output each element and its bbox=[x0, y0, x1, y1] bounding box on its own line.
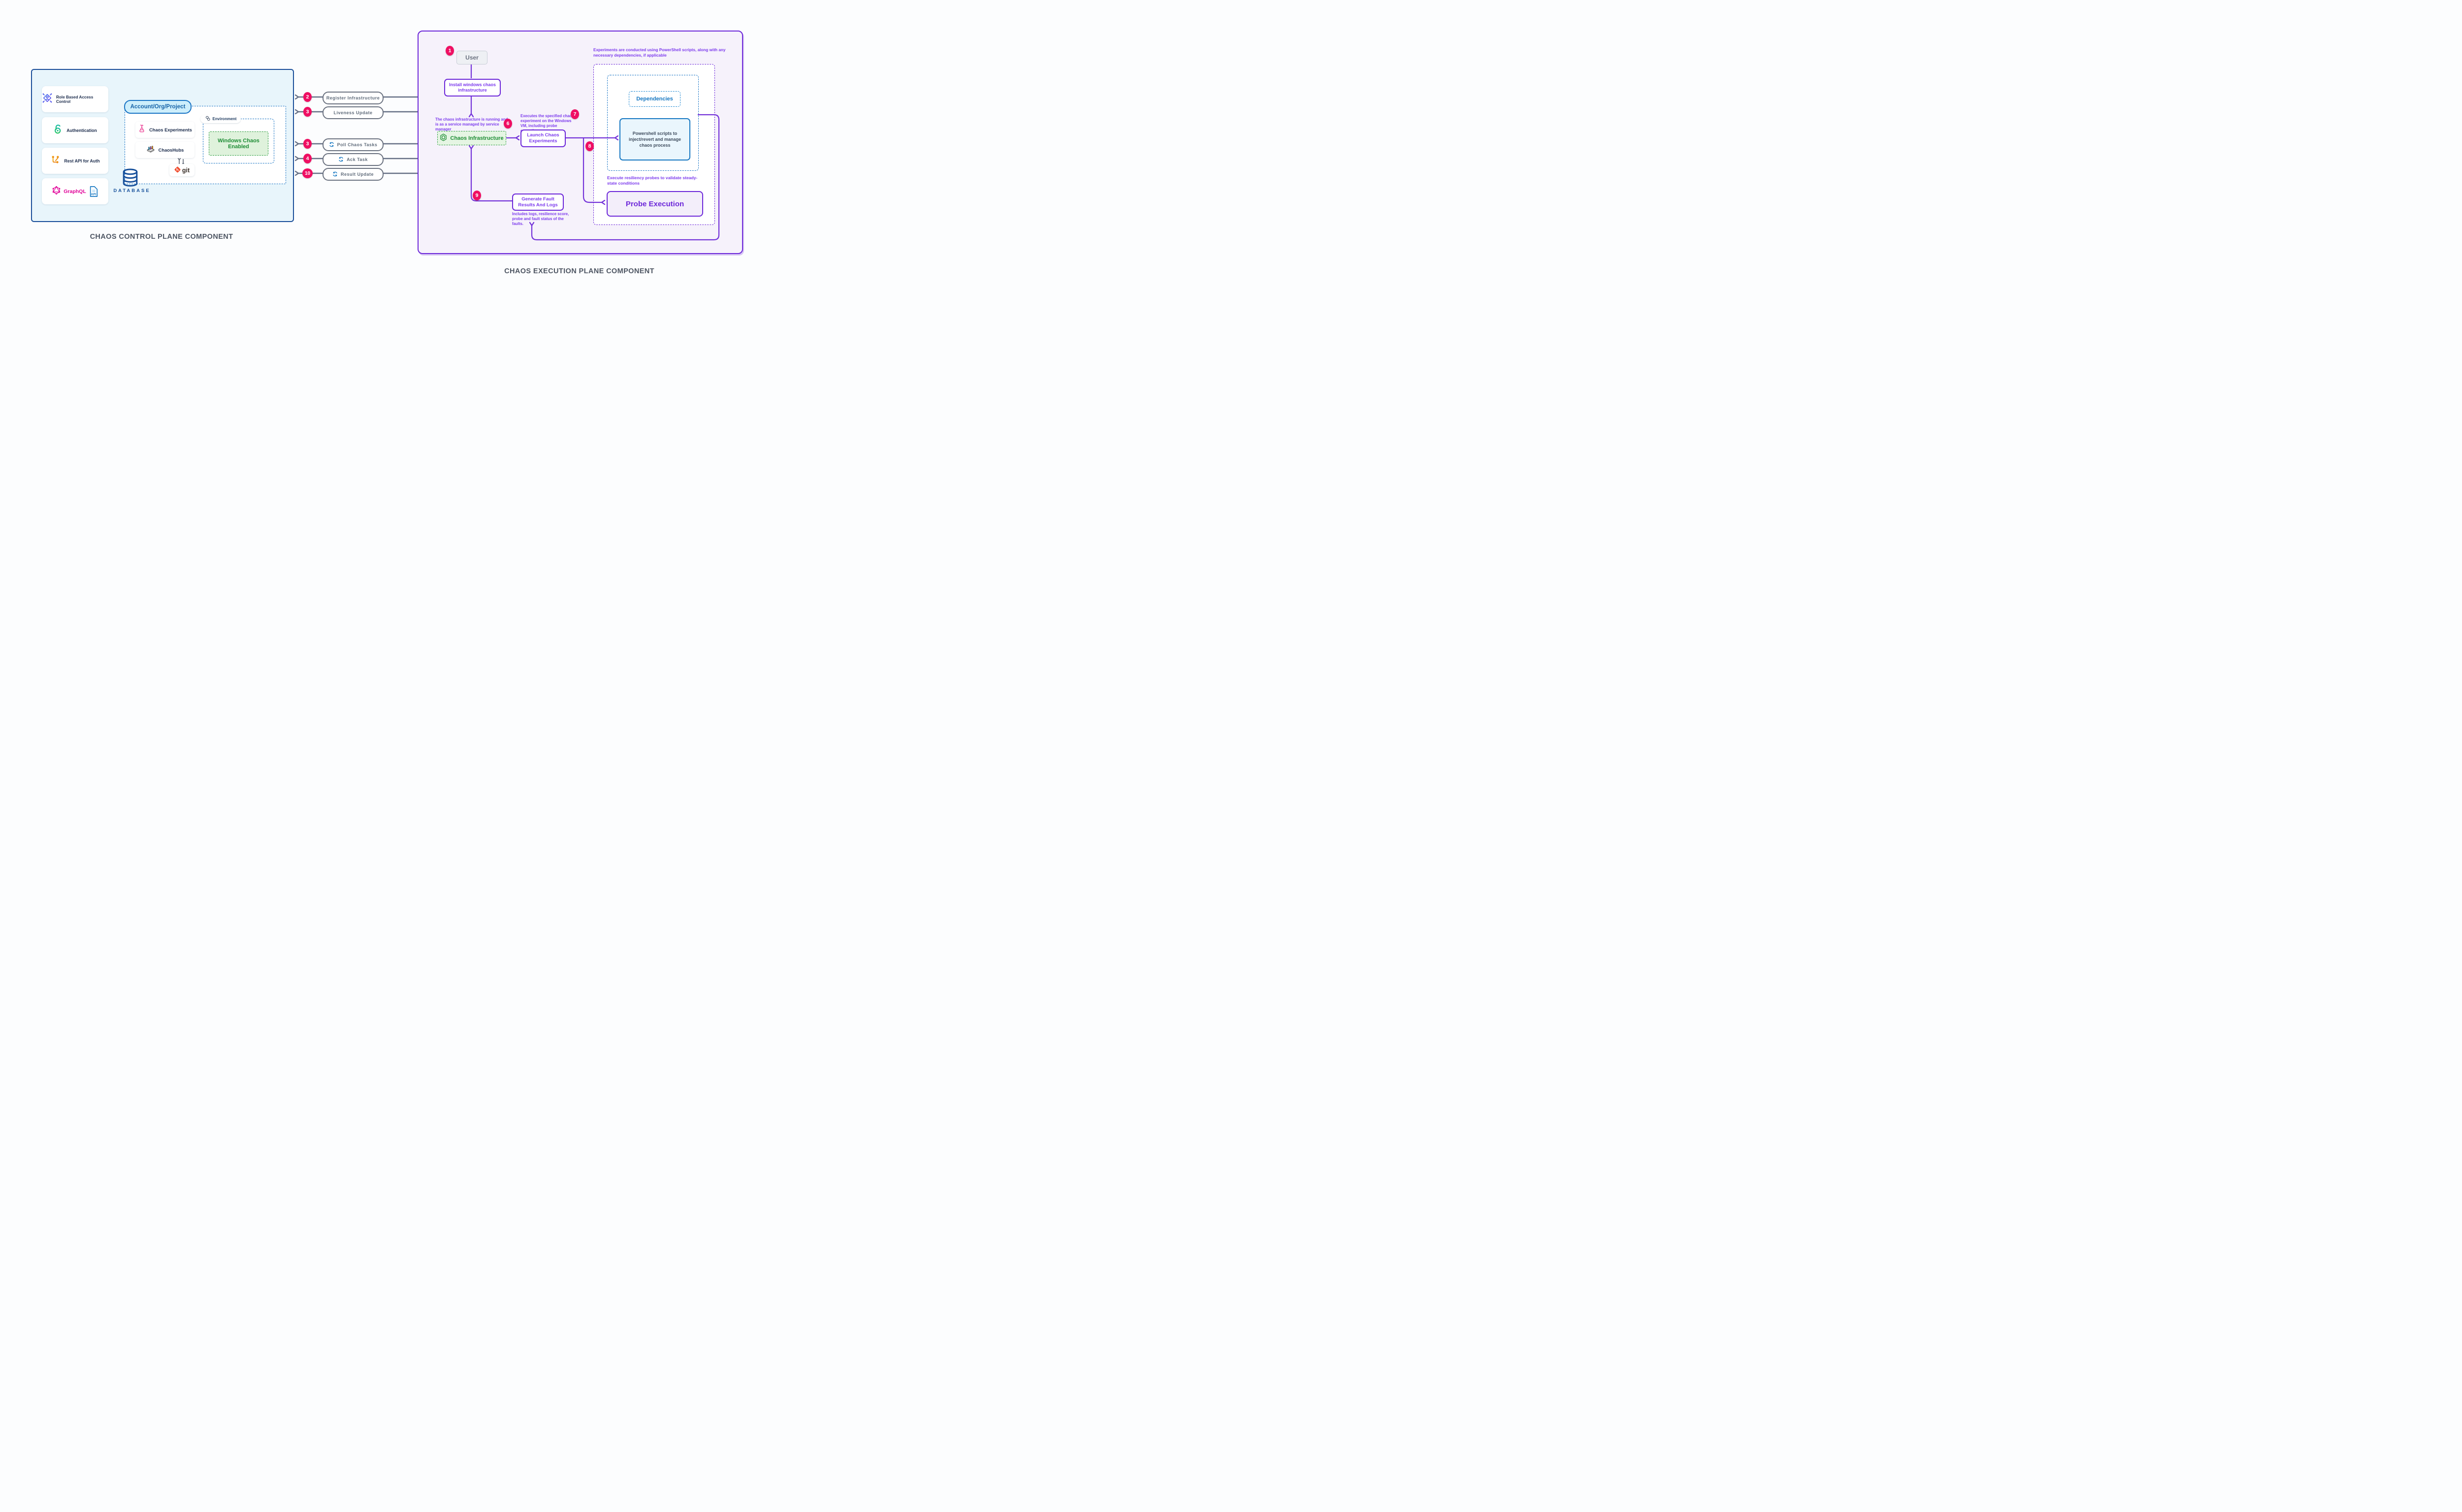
database-icon bbox=[121, 168, 139, 190]
authentication-label: Authentication bbox=[66, 128, 97, 133]
hexagons-icon bbox=[205, 116, 211, 122]
control-plane-title: CHAOS CONTROL PLANE COMPONENT bbox=[90, 233, 233, 241]
result-update-pill: Result Update bbox=[323, 168, 384, 181]
sync-icon bbox=[332, 171, 338, 178]
launch-chaos-experiments-label: Launch Chaos Experiments bbox=[527, 132, 559, 144]
architecture-diagram: Role Based Access Control Authentication… bbox=[0, 0, 772, 307]
dependencies-label: Dependencies bbox=[636, 96, 673, 102]
api-doc-icon: API bbox=[89, 186, 98, 197]
step-badge-3b: 3 bbox=[303, 139, 312, 149]
chaos-infrastructure-label: Chaos Infrastructure bbox=[450, 135, 504, 141]
liveness-update-pill: Liveness Update bbox=[323, 106, 384, 119]
chaos-experiments-label: Chaos Experiments bbox=[149, 127, 192, 132]
probe-note: Execute resiliency probes to validate st… bbox=[607, 175, 698, 186]
probe-execution-box: Probe Execution bbox=[607, 191, 703, 217]
user-label: User bbox=[465, 54, 479, 61]
step-badge-10: 10 bbox=[302, 168, 313, 178]
install-infrastructure-label: Install windows chaos infrastructure bbox=[449, 82, 496, 93]
step-badge-8: 8 bbox=[585, 141, 594, 151]
chaos-experiments-card: Chaos Experiments bbox=[135, 122, 194, 138]
powershell-scripts-label: Powershell scripts to inject/revert and … bbox=[628, 130, 681, 148]
results-note: Includes logs, resilience score, probe a… bbox=[512, 212, 569, 226]
svg-text:API: API bbox=[91, 193, 96, 196]
poll-chaos-tasks-pill: Poll Chaos Tasks bbox=[323, 138, 384, 151]
flask-icon bbox=[138, 124, 146, 135]
user-box: User bbox=[456, 51, 487, 64]
step-badge-9: 9 bbox=[473, 191, 481, 200]
probe-execution-label: Probe Execution bbox=[625, 199, 684, 208]
sync-icon bbox=[338, 157, 344, 163]
step-badge-1: 1 bbox=[446, 46, 454, 56]
launch-chaos-experiments-box: Launch Chaos Experiments bbox=[520, 129, 566, 147]
ack-task-label: Ack Task bbox=[347, 157, 368, 162]
rest-api-label: Rest API for Auth bbox=[64, 158, 100, 163]
step-badge-2: 2 bbox=[303, 92, 312, 102]
windows-chaos-enabled-box: Windows Chaos Enabled bbox=[209, 131, 268, 156]
ack-task-pill: Ack Task bbox=[323, 153, 384, 166]
liveness-update-label: Liveness Update bbox=[333, 110, 373, 115]
windows-chaos-enabled-label: Windows Chaos Enabled bbox=[218, 137, 259, 150]
database-label: DATABASE bbox=[113, 188, 151, 193]
rbac-label: Role Based Access Control bbox=[56, 95, 94, 104]
generate-results-label: Generate Fault Results And Logs bbox=[518, 196, 558, 208]
sync-icon bbox=[329, 142, 334, 148]
account-org-project-label: Account/Org/Project bbox=[130, 104, 186, 110]
chaos-infrastructure-box: Chaos Infrastructure bbox=[437, 131, 506, 145]
graphql-label: GraphQL bbox=[64, 188, 86, 194]
generate-results-box: Generate Fault Results And Logs bbox=[512, 193, 564, 211]
rbac-icon bbox=[42, 93, 53, 106]
chaoshubs-card: ChaosHubs bbox=[135, 142, 194, 158]
install-infrastructure-box: Install windows chaos infrastructure bbox=[444, 79, 501, 97]
step-badge-7: 7 bbox=[571, 109, 579, 119]
step-badge-3a: 3 bbox=[303, 107, 312, 117]
api-graph-icon bbox=[50, 155, 61, 167]
dependencies-box: Dependencies bbox=[629, 91, 680, 107]
execution-plane-title: CHAOS EXECUTION PLANE COMPONENT bbox=[504, 267, 654, 275]
step-badge-4: 4 bbox=[303, 154, 312, 163]
chaoshubs-label: ChaosHubs bbox=[158, 147, 184, 153]
powershell-scripts-box: Powershell scripts to inject/revert and … bbox=[619, 118, 690, 161]
environment-label: Environment bbox=[212, 117, 237, 121]
rest-api-card: Rest API for Auth bbox=[42, 148, 108, 174]
register-infrastructure-pill: Register Infrastructure bbox=[323, 92, 384, 104]
git-icon bbox=[174, 166, 181, 174]
register-infrastructure-label: Register Infrastructure bbox=[326, 96, 380, 100]
running-note: The chaos infrastructure is running and … bbox=[435, 117, 508, 132]
authentication-card: Authentication bbox=[42, 117, 108, 143]
hexagon-icon bbox=[440, 133, 447, 143]
step-badge-6: 6 bbox=[504, 119, 512, 129]
open-lock-icon bbox=[53, 124, 63, 137]
graphql-card: GraphQL API bbox=[42, 178, 108, 204]
rbac-card: Role Based Access Control bbox=[42, 86, 108, 112]
environment-pill: Environment bbox=[200, 115, 241, 123]
poll-chaos-tasks-label: Poll Chaos Tasks bbox=[337, 142, 378, 147]
account-org-project-pill: Account/Org/Project bbox=[124, 100, 192, 114]
test-tube-rack-icon bbox=[146, 144, 155, 156]
git-card: git bbox=[169, 164, 194, 176]
graphql-icon bbox=[52, 186, 61, 197]
result-update-label: Result Update bbox=[340, 172, 374, 177]
powershell-note: Experiments are conducted using PowerShe… bbox=[593, 48, 726, 58]
git-label: git bbox=[182, 166, 190, 174]
